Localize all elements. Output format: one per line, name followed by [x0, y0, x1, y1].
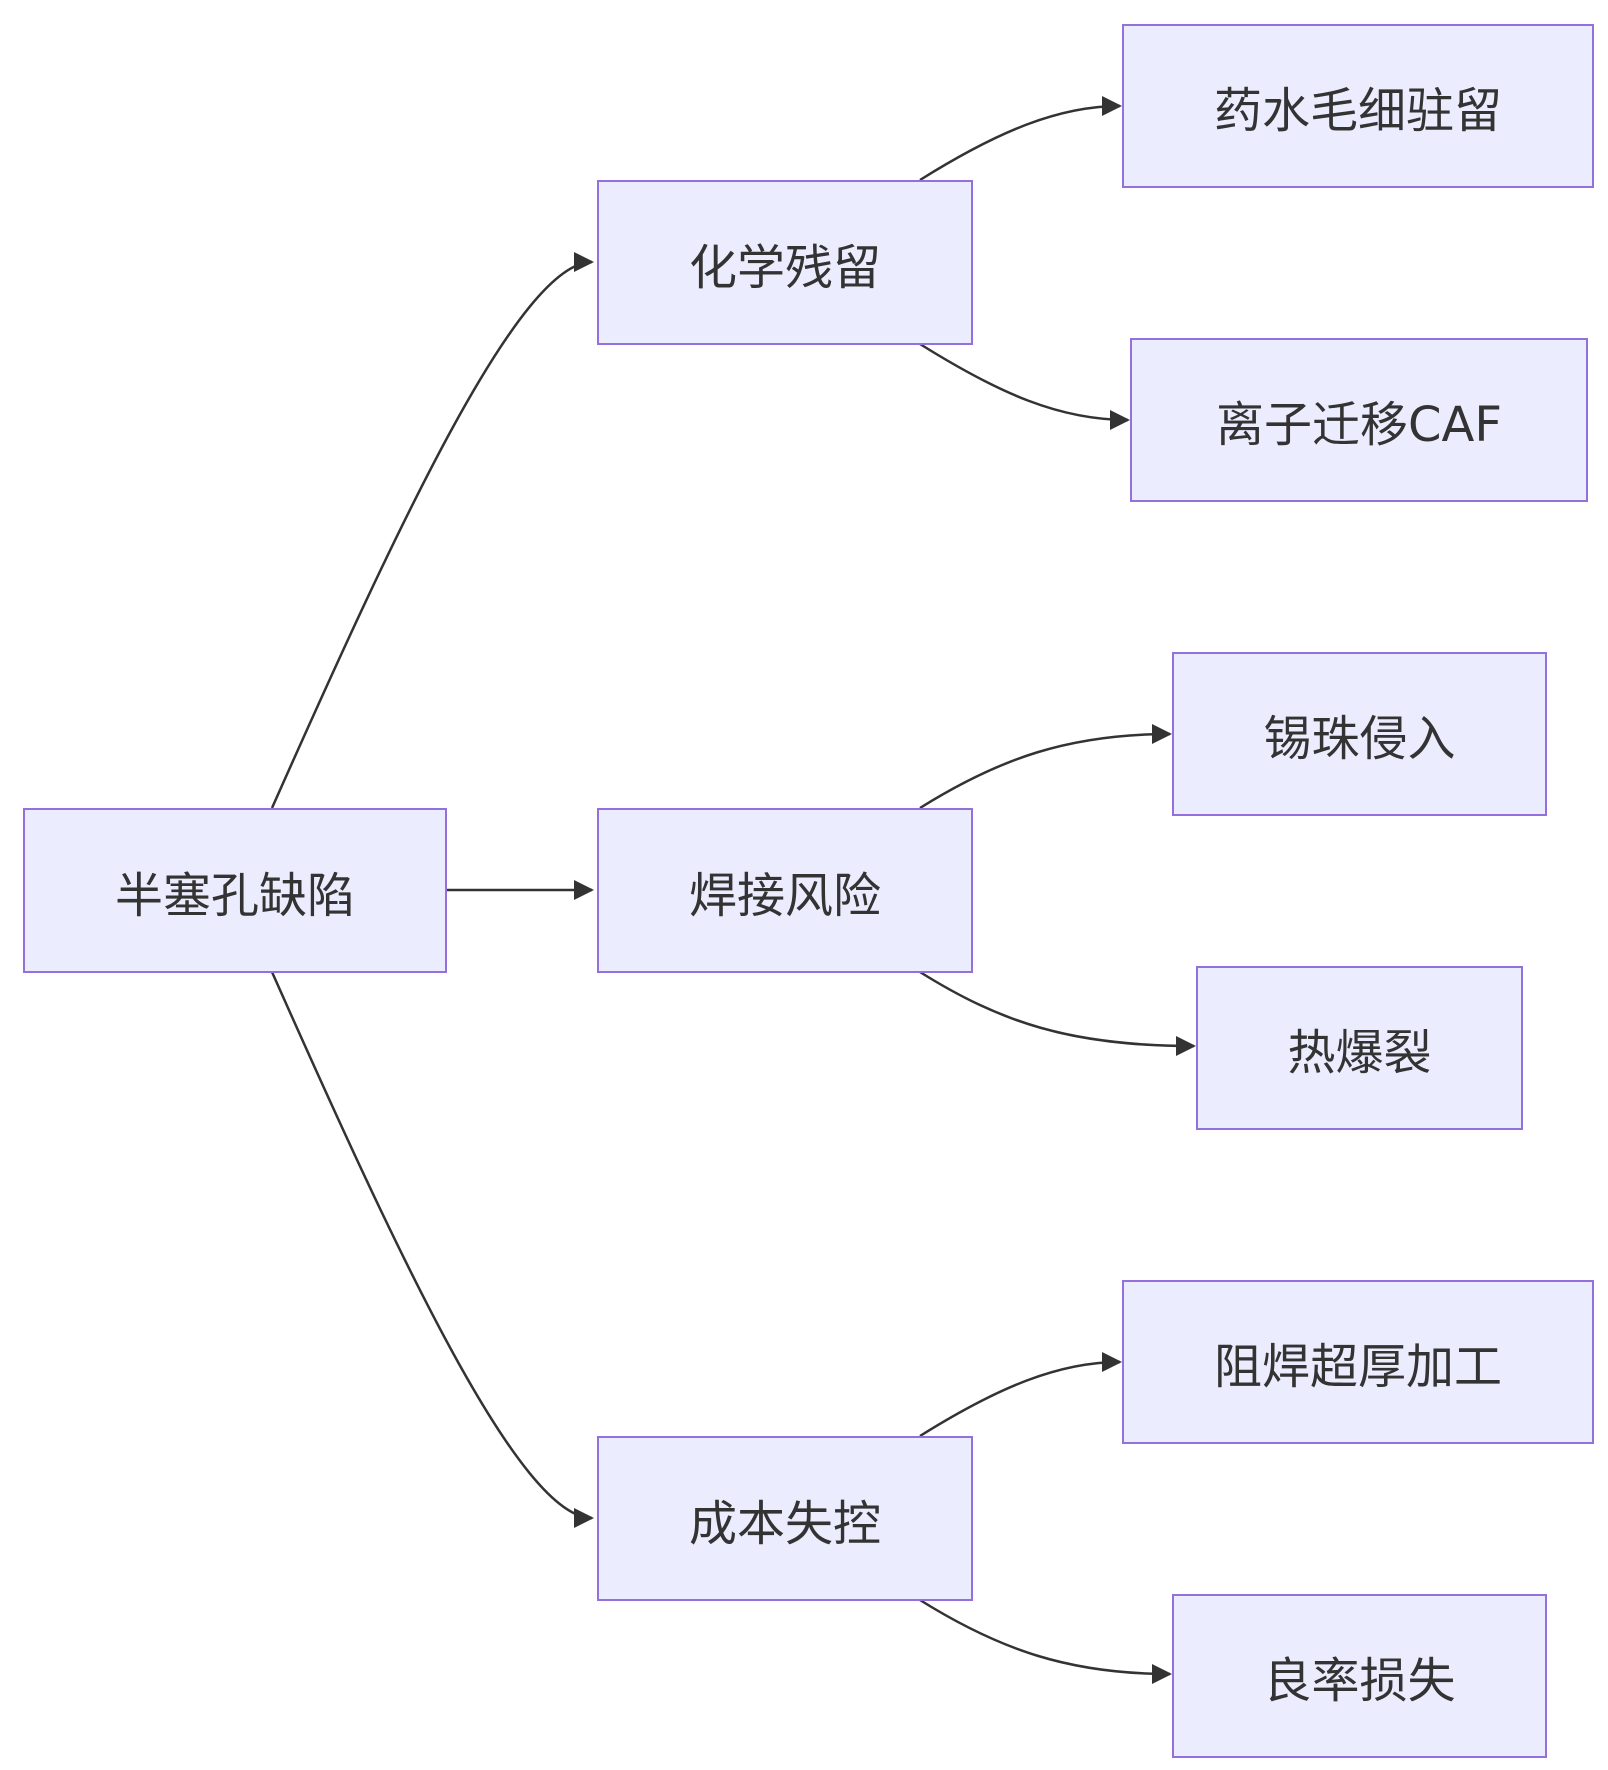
node-chemical-residue-label: 化学残留: [688, 239, 881, 296]
edge-welding-to-thermal-burst: [919, 970, 1196, 1056]
node-thermal-burst[interactable]: 热爆裂: [1196, 966, 1523, 1130]
edge-chemical-to-caf: [919, 342, 1130, 430]
node-root[interactable]: 半塞孔缺陷: [23, 808, 447, 973]
node-solder-mask-thick-label: 阻焊超厚加工: [1213, 1339, 1502, 1395]
node-capillary-retention-label: 药水毛细驻留: [1213, 83, 1502, 139]
node-root-label: 半塞孔缺陷: [114, 867, 355, 924]
node-ion-migration-caf-label: 离子迁移CAF: [1216, 397, 1502, 453]
edge-chemical-to-capillary: [919, 96, 1122, 182]
node-yield-loss[interactable]: 良率损失: [1172, 1594, 1547, 1758]
edge-cost-to-solder-mask: [919, 1352, 1122, 1438]
node-chemical-residue[interactable]: 化学残留: [597, 180, 973, 345]
node-ion-migration-caf[interactable]: 离子迁移CAF: [1130, 338, 1588, 502]
edge-cost-to-yield-loss: [919, 1598, 1172, 1684]
node-welding-risk[interactable]: 焊接风险: [597, 808, 973, 973]
node-welding-risk-label: 焊接风险: [688, 867, 881, 924]
node-capillary-retention[interactable]: 药水毛细驻留: [1122, 24, 1594, 188]
node-thermal-burst-label: 热爆裂: [1287, 1025, 1432, 1081]
node-cost-loss[interactable]: 成本失控: [597, 1436, 973, 1601]
edge-root-to-chemical-residue: [270, 252, 594, 809]
node-solder-bead-intrusion[interactable]: 锡珠侵入: [1172, 652, 1547, 816]
edge-root-to-cost-loss: [270, 971, 594, 1528]
node-solder-bead-intrusion-label: 锡珠侵入: [1263, 711, 1456, 767]
node-cost-loss-label: 成本失控: [688, 1495, 881, 1552]
edge-welding-to-solder-bead: [919, 724, 1172, 810]
node-solder-mask-thick[interactable]: 阻焊超厚加工: [1122, 1280, 1594, 1444]
node-yield-loss-label: 良率损失: [1263, 1653, 1456, 1709]
